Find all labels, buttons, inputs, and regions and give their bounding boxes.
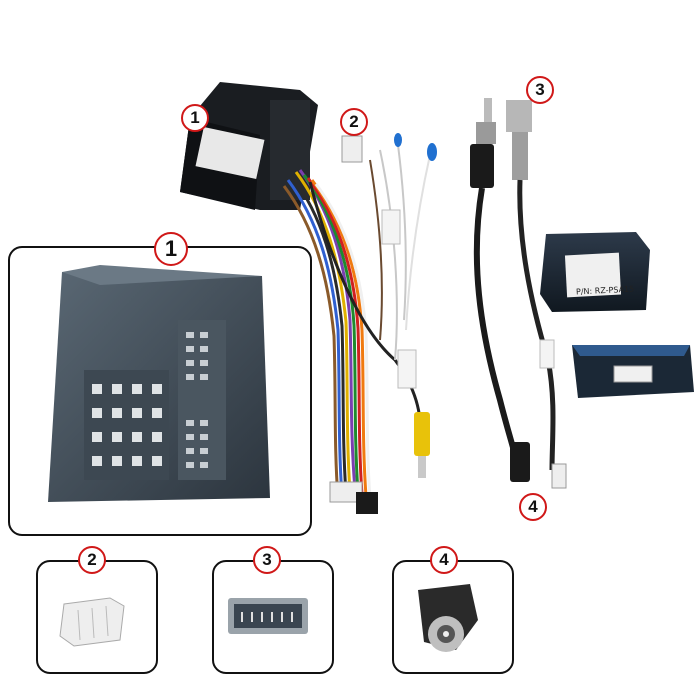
callout-4-bottom: 4 (519, 493, 547, 521)
quadlock-cable-icon (506, 100, 567, 489)
detail-panel-1 (8, 246, 312, 536)
callout-1-panel: 1 (154, 232, 188, 266)
callout-2-top: 2 (340, 108, 368, 136)
wire-bundle-icon (282, 144, 431, 499)
antenna-adapter-icon (470, 98, 530, 482)
connector-detail-image (48, 265, 270, 502)
grey-plug-detail-image (228, 598, 308, 634)
small-plug-icon (341, 135, 363, 163)
rca-video-plug-icon (414, 412, 430, 478)
detail-panel-3 (212, 560, 334, 674)
detail-panel-2 (36, 560, 158, 674)
white-plug-detail-image (59, 597, 125, 647)
antenna-socket-detail-image (418, 584, 478, 652)
callout-3-panel: 3 (253, 546, 281, 574)
callout-2-panel: 2 (78, 546, 106, 574)
main-harness-connector-icon (180, 82, 318, 210)
detail-panel-4 (392, 560, 514, 674)
callout-1-top: 1 (181, 104, 209, 132)
callout-3-top: 3 (526, 76, 554, 104)
callout-4-panel: 4 (430, 546, 458, 574)
can-decoder-box-icon (540, 232, 694, 398)
